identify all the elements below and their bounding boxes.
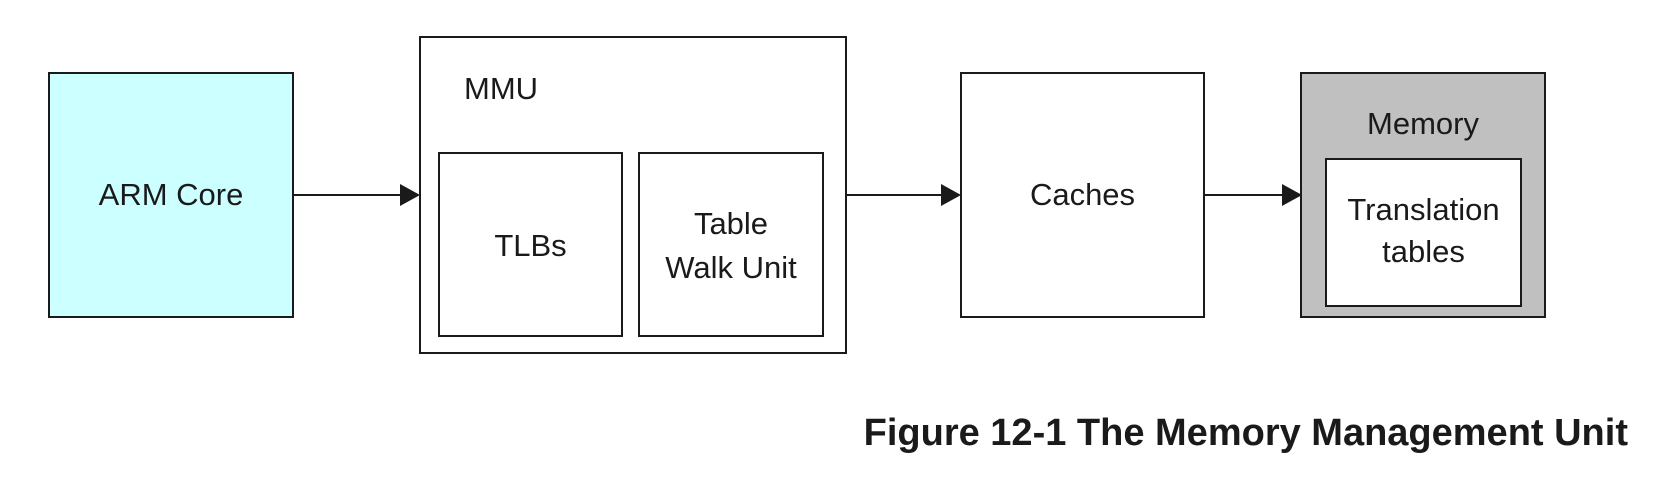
- memory-label: Memory: [1367, 106, 1479, 141]
- table-walk-unit-label-line2: Walk Unit: [665, 250, 797, 285]
- caches-box: Caches: [960, 72, 1205, 318]
- arrow-mmu-to-caches-head: [941, 184, 961, 206]
- tlbs-label: TLBs: [494, 228, 567, 263]
- figure-caption: Figure 12-1 The Memory Management Unit: [863, 412, 1628, 454]
- arrow-mmu-to-caches: [847, 194, 941, 196]
- arrow-caches-to-memory: [1205, 194, 1282, 196]
- table-walk-unit-label-line1: Table: [693, 206, 769, 241]
- mmu-box: MMU TLBs Table Walk Unit: [419, 36, 847, 354]
- memory-box: Memory Translation tables: [1300, 72, 1546, 318]
- arrow-core-to-mmu-head: [400, 184, 420, 206]
- caches-label: Caches: [1029, 177, 1136, 212]
- translation-tables-label-line2: tables: [1382, 234, 1465, 269]
- arrow-core-to-mmu: [294, 194, 400, 196]
- translation-tables-box: Translation tables: [1325, 158, 1522, 307]
- arrow-caches-to-memory-head: [1282, 184, 1302, 206]
- mmu-label: MMU: [464, 71, 539, 106]
- arm-core-label: ARM Core: [98, 177, 244, 212]
- table-walk-unit-box: Table Walk Unit: [638, 152, 824, 337]
- arm-core-box: ARM Core: [48, 72, 294, 318]
- translation-tables-label-line1: Translation: [1347, 192, 1500, 227]
- tlbs-box: TLBs: [438, 152, 623, 337]
